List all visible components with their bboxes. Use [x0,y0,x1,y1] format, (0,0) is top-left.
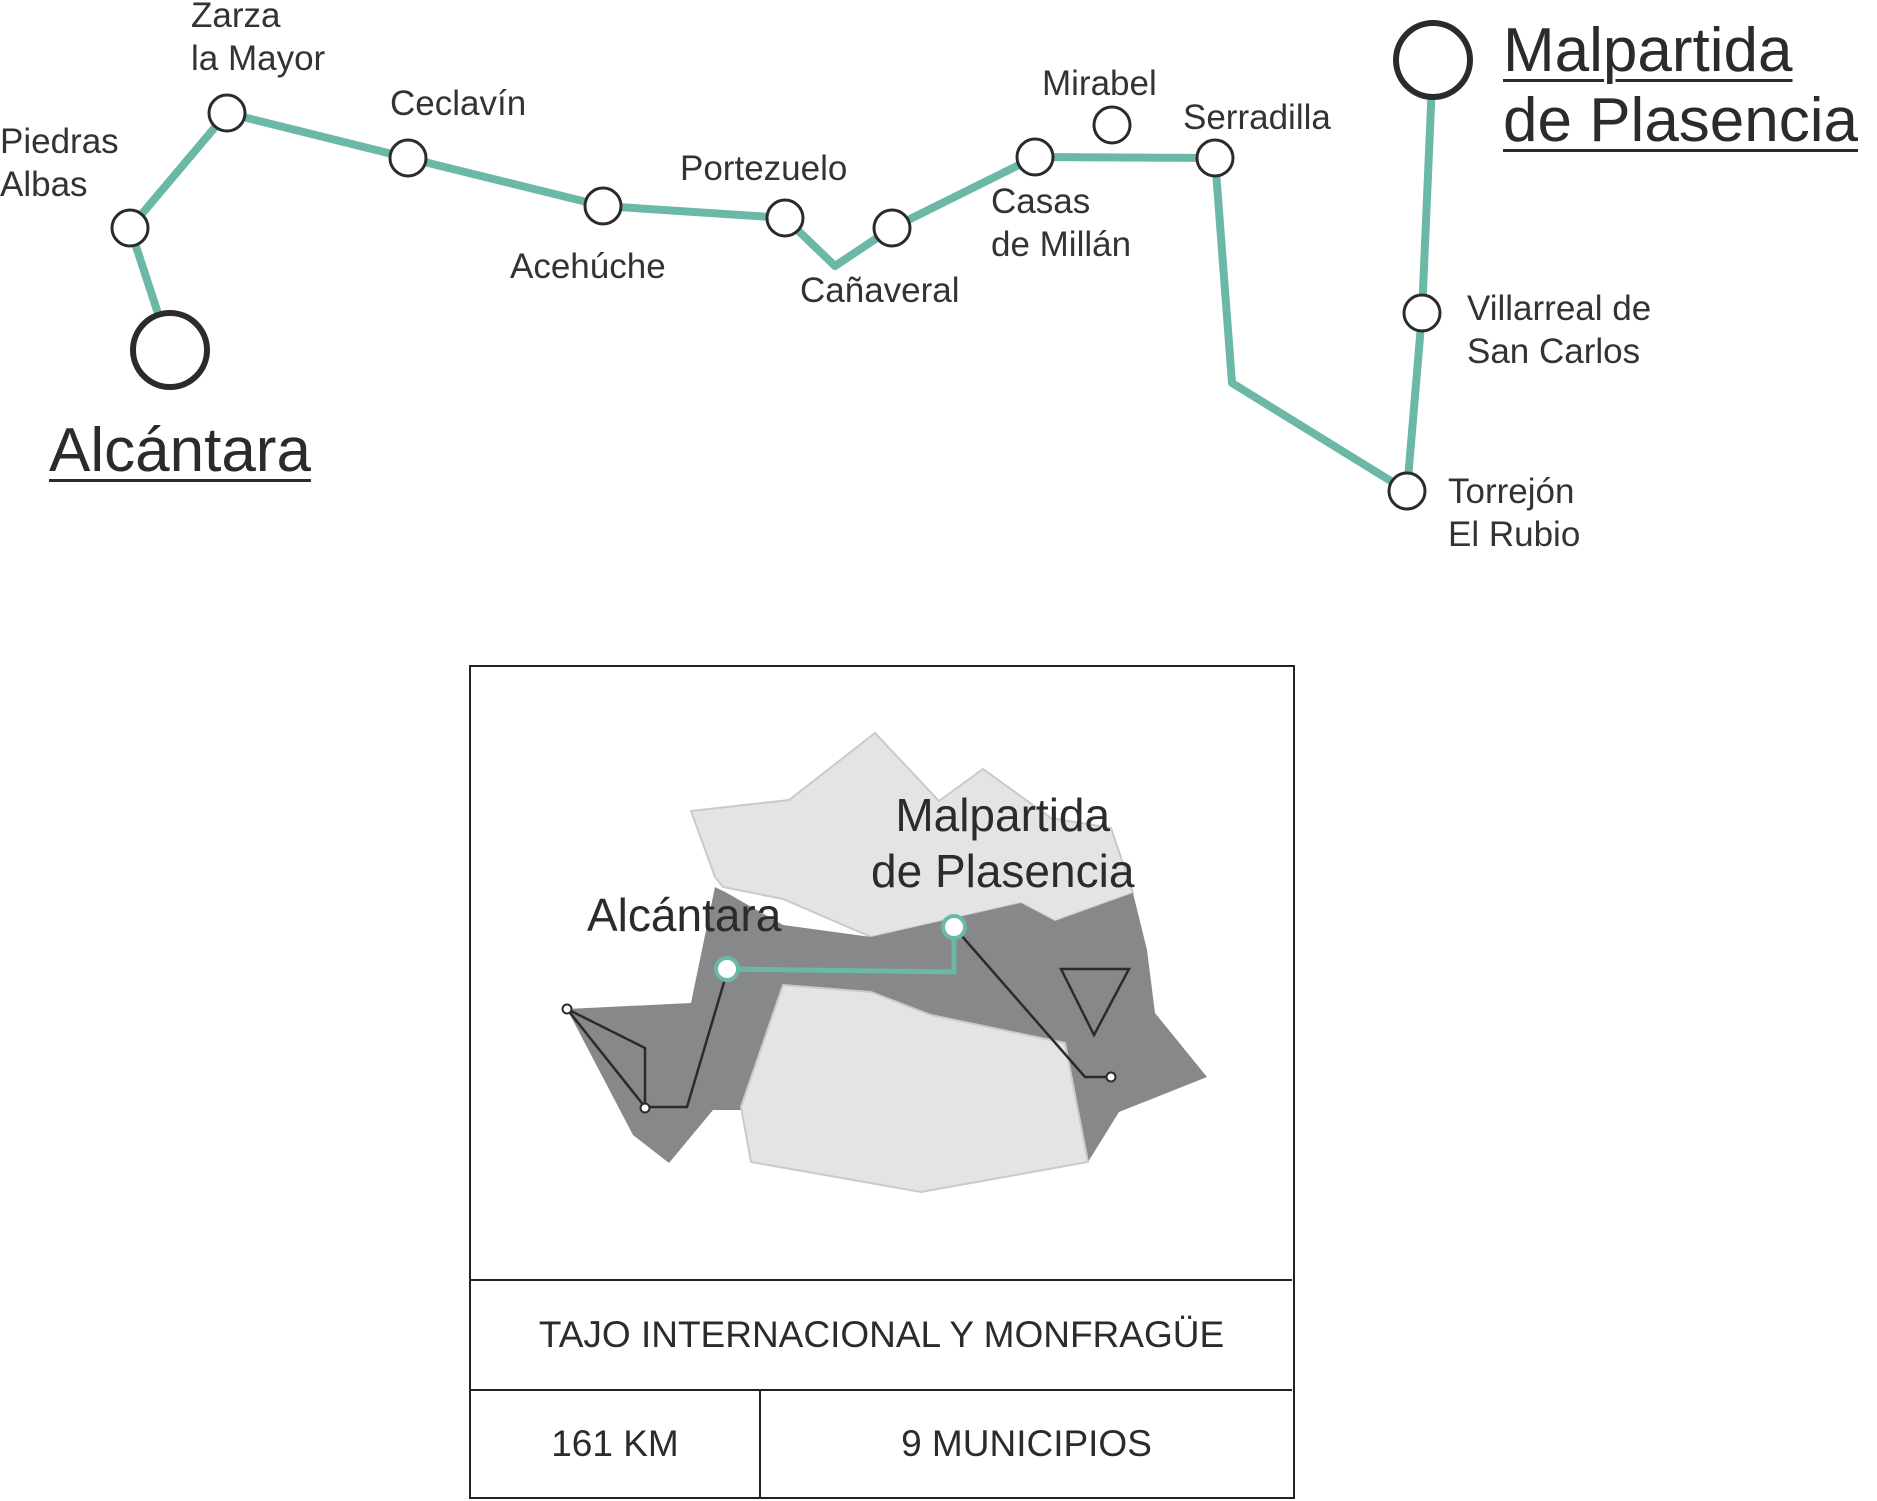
stop-label-zarza-la-mayor-line-1: Zarza [191,0,281,35]
stop-label-mirabel: Mirabel [1042,62,1157,105]
stop-label-serradilla: Serradilla [1183,96,1331,139]
route-name: TAJO INTERNACIONAL Y MONFRAGÜE [471,1281,1292,1391]
stop-label-zarza-la-mayor: Zarza la Mayor [191,0,325,80]
origin-label-line-1: Alcántara [49,416,311,485]
stop-label-casas-de-millan-line-2: de Millán [991,225,1132,264]
stop-label-casas-de-millan: Casas de Millán [991,180,1131,266]
stop-label-portezuelo-line-1: Portezuelo [680,149,848,188]
overview-node-west [561,1003,573,1015]
overview-branch-west [566,971,729,1109]
stop-label-acehuche: Acehúche [510,245,666,288]
station-marker-casas-de-millan [1015,137,1055,177]
station-marker-portezuelo [765,198,805,238]
stop-label-piedras-albas-line-2: Albas [0,165,88,204]
terminal-marker-destination [1393,20,1473,100]
overview-origin-marker [714,956,740,982]
stop-label-ceclavin: Ceclavín [390,82,526,125]
stop-label-zarza-la-mayor-line-2: la Mayor [191,39,326,78]
stop-label-portezuelo: Portezuelo [680,147,847,190]
distance-stat: 161 KM [471,1391,761,1497]
overview-destination-label-line-1: Malpartida [895,789,1111,841]
distance-value: 161 KM [551,1423,679,1464]
destination-label-line-2: de Plasencia [1503,86,1859,155]
stop-label-canaveral-line-1: Cañaveral [800,271,960,310]
stop-label-casas-de-millan-line-1: Casas [991,182,1091,221]
station-marker-zarza-la-mayor [207,93,247,133]
municipalities-value: 9 MUNICIPIOS [901,1423,1152,1464]
stop-label-ceclavin-line-1: Ceclavín [390,84,527,123]
station-marker-mirabel [1092,105,1132,145]
overview-route-line [726,927,957,975]
overview-map-graphic [561,731,1207,1194]
station-marker-canaveral [872,208,912,248]
station-marker-villarreal-de-san-carlos [1402,293,1442,333]
stop-label-villarreal-de-san-carlos-line-2: San Carlos [1467,332,1641,371]
overview-origin-label: Alcántara [587,887,781,943]
route-stats: 161 KM 9 MUNICIPIOS [471,1391,1292,1497]
station-marker-serradilla [1195,138,1235,178]
station-markers [110,20,1473,511]
stop-label-canaveral: Cañaveral [800,269,960,312]
stop-label-torrejon-el-rubio-line-2: El Rubio [1448,515,1581,554]
station-marker-piedras-albas [110,208,150,248]
stop-label-mirabel-line-1: Mirabel [1042,64,1157,103]
stop-label-villarreal-de-san-carlos-line-1: Villarreal de [1467,289,1652,328]
stop-label-serradilla-line-1: Serradilla [1183,98,1331,137]
origin-label: Alcántara [49,416,311,486]
stop-label-torrejon-el-rubio: Torrejón El Rubio [1448,470,1580,556]
route-line [126,56,1437,495]
route-diagram [110,20,1473,511]
stop-label-acehuche-line-1: Acehúche [510,247,666,286]
station-marker-torrejon-el-rubio [1387,471,1427,511]
overview-destination-label-line-2: de Plasencia [871,845,1135,897]
stop-label-torrejon-el-rubio-line-1: Torrejón [1448,472,1575,511]
overview-node-southwest [639,1102,651,1114]
overview-node-east [1105,1071,1117,1083]
overview-origin-label-line-1: Alcántara [587,889,782,941]
stop-label-piedras-albas-line-1: Piedras [0,122,119,161]
route-name-text: TAJO INTERNACIONAL Y MONFRAGÜE [538,1314,1225,1355]
station-marker-acehuche [583,186,623,226]
overview-branch-east [953,926,1111,1079]
station-marker-ceclavin [388,138,428,178]
stop-label-villarreal-de-san-carlos: Villarreal de San Carlos [1467,287,1651,373]
region-outline-triangle [1058,967,1132,1038]
destination-label-line-1: Malpartida [1503,16,1793,85]
municipalities-stat: 9 MUNICIPIOS [761,1391,1292,1497]
overview-destination-marker [941,914,967,940]
terminal-marker-origin [130,310,210,390]
region-south [739,983,1090,1194]
